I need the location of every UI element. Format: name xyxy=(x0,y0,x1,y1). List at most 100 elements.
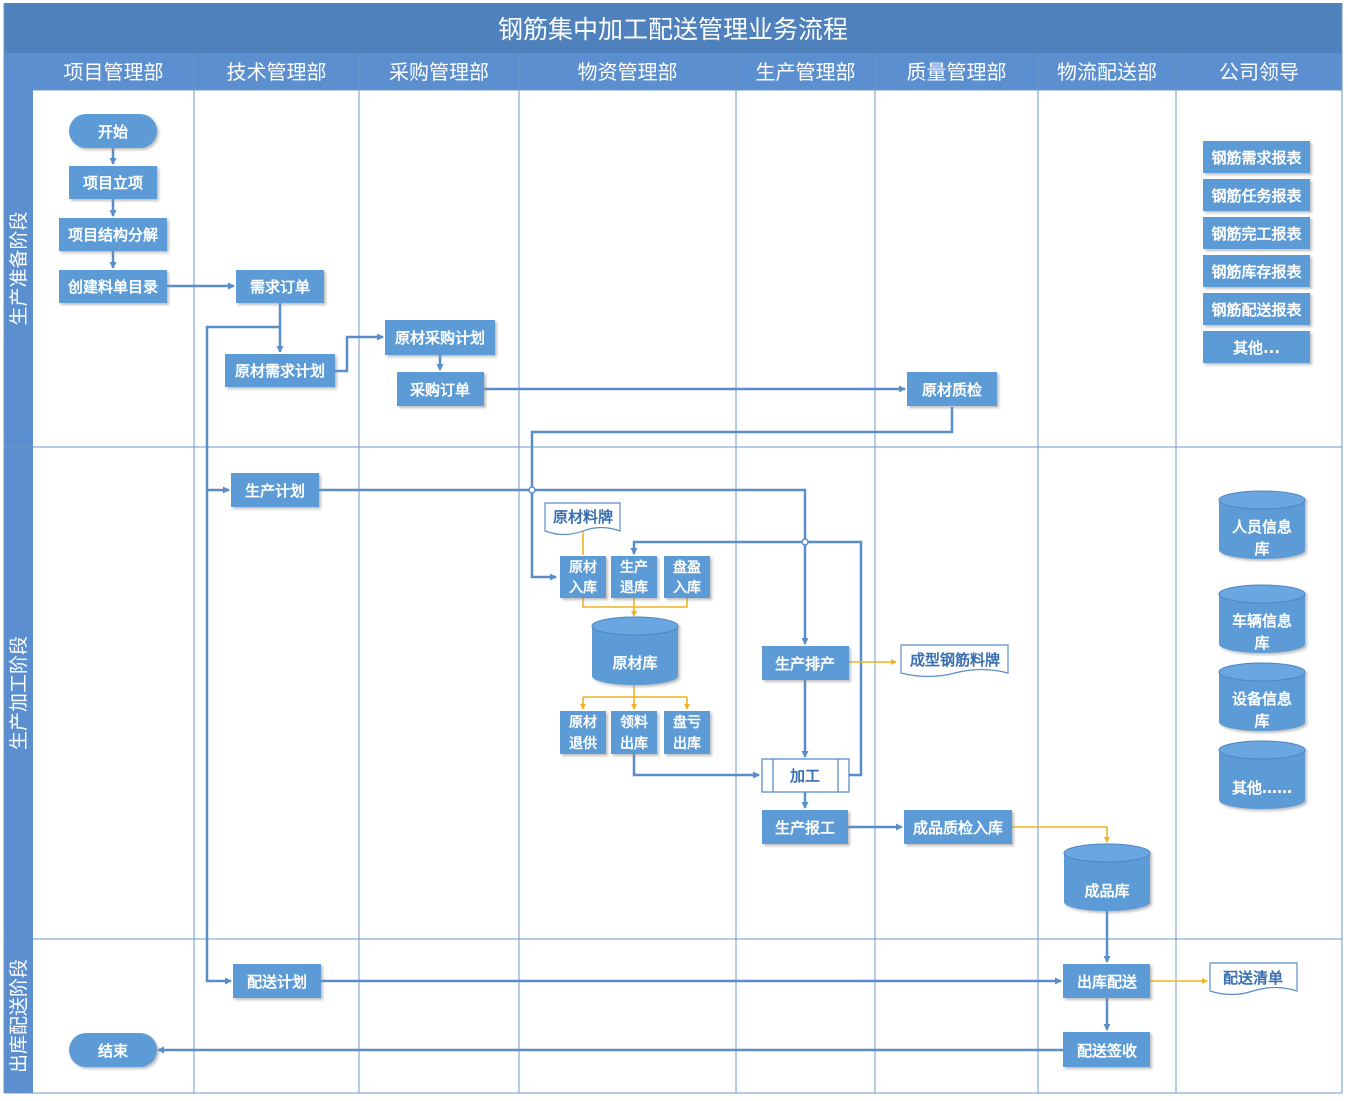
database-list: 人员信息库车辆信息库设备信息库其他…… xyxy=(1218,490,1306,809)
step-loss-out: 盘亏 出库 xyxy=(664,711,710,754)
department-header: 生产管理部 xyxy=(756,60,856,84)
report-label: 钢筋完工报表 xyxy=(1211,225,1302,243)
report-label: 钢筋任务报表 xyxy=(1211,187,1302,205)
report-box xyxy=(1203,293,1310,325)
connector-demand-branch xyxy=(205,325,280,985)
step-work-report-label: 生产报工 xyxy=(775,819,835,837)
step-delivery-sign-label: 配送签收 xyxy=(1077,1042,1137,1060)
step-loss-out-label-1: 盘亏 xyxy=(673,714,701,731)
step-raw-return-supply: 原材 退供 xyxy=(560,711,606,754)
step-outbound-delivery: 出库配送 xyxy=(1063,964,1150,998)
step-surplus-in: 盘盈 入库 xyxy=(664,556,710,598)
database-label: 库 xyxy=(1254,540,1269,558)
doc-formed-tag-label: 成型钢筋料牌 xyxy=(910,651,1000,669)
diagram-title: 钢筋集中加工配送管理业务流程 xyxy=(498,15,848,44)
report-list: 钢筋需求报表钢筋任务报表钢筋完工报表钢筋库存报表钢筋配送报表其他... xyxy=(1203,141,1310,363)
database-label: 其他…… xyxy=(1232,779,1292,797)
flow-connectors xyxy=(109,148,1111,1054)
raw-store-label: 原材库 xyxy=(612,654,657,672)
step-product-qc-in-label: 成品质检入库 xyxy=(913,819,1003,837)
database-label: 库 xyxy=(1254,712,1269,730)
step-raw-return-supply-label-2: 退供 xyxy=(569,735,597,752)
step-raw-demand-plan: 原材需求计划 xyxy=(225,354,335,387)
report-label: 钢筋配送报表 xyxy=(1211,301,1302,319)
raw-store-cylinder xyxy=(591,616,679,685)
start-label: 开始 xyxy=(98,123,128,141)
stage-column-bar xyxy=(4,53,33,1093)
end-label: 结束 xyxy=(98,1042,129,1060)
step-delivery-sign: 配送签收 xyxy=(1063,1032,1150,1067)
step-raw-inspection: 原材质检 xyxy=(907,372,997,406)
step-raw-demand-plan-label: 原材需求计划 xyxy=(235,362,325,380)
step-delivery-plan: 配送计划 xyxy=(233,964,321,998)
step-surplus-in-label-2: 入库 xyxy=(673,579,701,596)
department-header: 物流配送部 xyxy=(1057,60,1157,84)
step-bom-label: 创建料单目录 xyxy=(67,278,158,296)
connector-inspection-to-rawin xyxy=(530,407,954,581)
step-surplus-in-label-1: 盘盈 xyxy=(673,559,701,576)
connector-rawplan-to-purchaseplan xyxy=(335,333,384,373)
step-raw-in-label-2: 入库 xyxy=(569,579,597,596)
report-label: 其他... xyxy=(1233,339,1280,357)
step-purchase-order-label: 采购订单 xyxy=(409,381,470,399)
step-raw-return-supply-label-1: 原材 xyxy=(569,714,597,731)
doc-raw-tag-label: 原材料牌 xyxy=(553,508,613,526)
step-production-plan-label: 生产计划 xyxy=(245,482,305,500)
step-project-setup-label: 项目立项 xyxy=(83,174,143,192)
report-box xyxy=(1203,141,1310,173)
doc-raw-tag: 原材料牌 xyxy=(544,502,621,536)
step-processing: 加工 xyxy=(761,758,850,793)
step-project-setup: 项目立项 xyxy=(69,166,157,199)
step-scheduling: 生产排产 xyxy=(762,646,849,680)
department-header: 项目管理部 xyxy=(64,60,164,84)
step-production-plan: 生产计划 xyxy=(231,473,319,507)
step-prod-return: 生产 退库 xyxy=(611,556,657,598)
database-cylinder xyxy=(1218,490,1306,559)
finished-store-label: 成品库 xyxy=(1084,882,1129,900)
department-header: 物资管理部 xyxy=(578,60,678,84)
step-demand-order-label: 需求订单 xyxy=(250,278,310,296)
step-processing-label: 加工 xyxy=(789,767,820,785)
step-demand-order: 需求订单 xyxy=(236,270,324,303)
database-cylinder xyxy=(1218,584,1306,653)
department-header: 质量管理部 xyxy=(907,60,1007,84)
step-scheduling-label: 生产排产 xyxy=(775,655,835,673)
report-box xyxy=(1203,331,1310,363)
step-loss-out-label-2: 出库 xyxy=(673,735,701,752)
report-label: 钢筋库存报表 xyxy=(1211,263,1302,281)
step-wbs-label: 项目结构分解 xyxy=(68,226,158,244)
step-raw-purchase-plan-label: 原材采购计划 xyxy=(395,329,485,347)
connector-plan-to-scheduling xyxy=(319,488,809,645)
database-label: 库 xyxy=(1254,634,1269,652)
step-pick-out-label-1: 领料 xyxy=(620,714,648,731)
database-label: 设备信息 xyxy=(1232,690,1292,708)
start-terminator xyxy=(69,114,157,148)
database-label: 车辆信息 xyxy=(1232,612,1292,630)
stage-label: 生产加工阶段 xyxy=(8,636,30,750)
step-raw-in-label-1: 原材 xyxy=(569,559,597,576)
report-label: 钢筋需求报表 xyxy=(1211,149,1302,167)
connector-processing-to-prodreturn xyxy=(630,540,863,777)
dataflow-connectors xyxy=(580,521,1208,984)
step-raw-purchase-plan: 原材采购计划 xyxy=(385,320,495,355)
step-pick-out: 领料 出库 xyxy=(611,711,657,754)
database-cylinder xyxy=(1218,740,1306,809)
connector-pick-to-processing xyxy=(632,754,760,779)
stage-label: 出库配送阶段 xyxy=(8,959,30,1073)
step-raw-inspection-label: 原材质检 xyxy=(922,381,982,399)
report-box xyxy=(1203,179,1310,211)
line-hops xyxy=(528,486,809,546)
step-pick-out-label-2: 出库 xyxy=(620,735,648,752)
doc-formed-tag: 成型钢筋料牌 xyxy=(900,644,1009,678)
dataflow-qc-to-store xyxy=(1012,826,1110,843)
report-box xyxy=(1203,217,1310,249)
step-work-report: 生产报工 xyxy=(762,810,848,844)
dataflow-store-split xyxy=(583,684,687,698)
department-header: 采购管理部 xyxy=(389,60,489,84)
step-prod-return-label-2: 退库 xyxy=(620,579,648,596)
step-purchase-order: 采购订单 xyxy=(397,372,484,406)
end-terminator xyxy=(69,1033,157,1067)
step-raw-in: 原材 入库 xyxy=(560,556,606,598)
